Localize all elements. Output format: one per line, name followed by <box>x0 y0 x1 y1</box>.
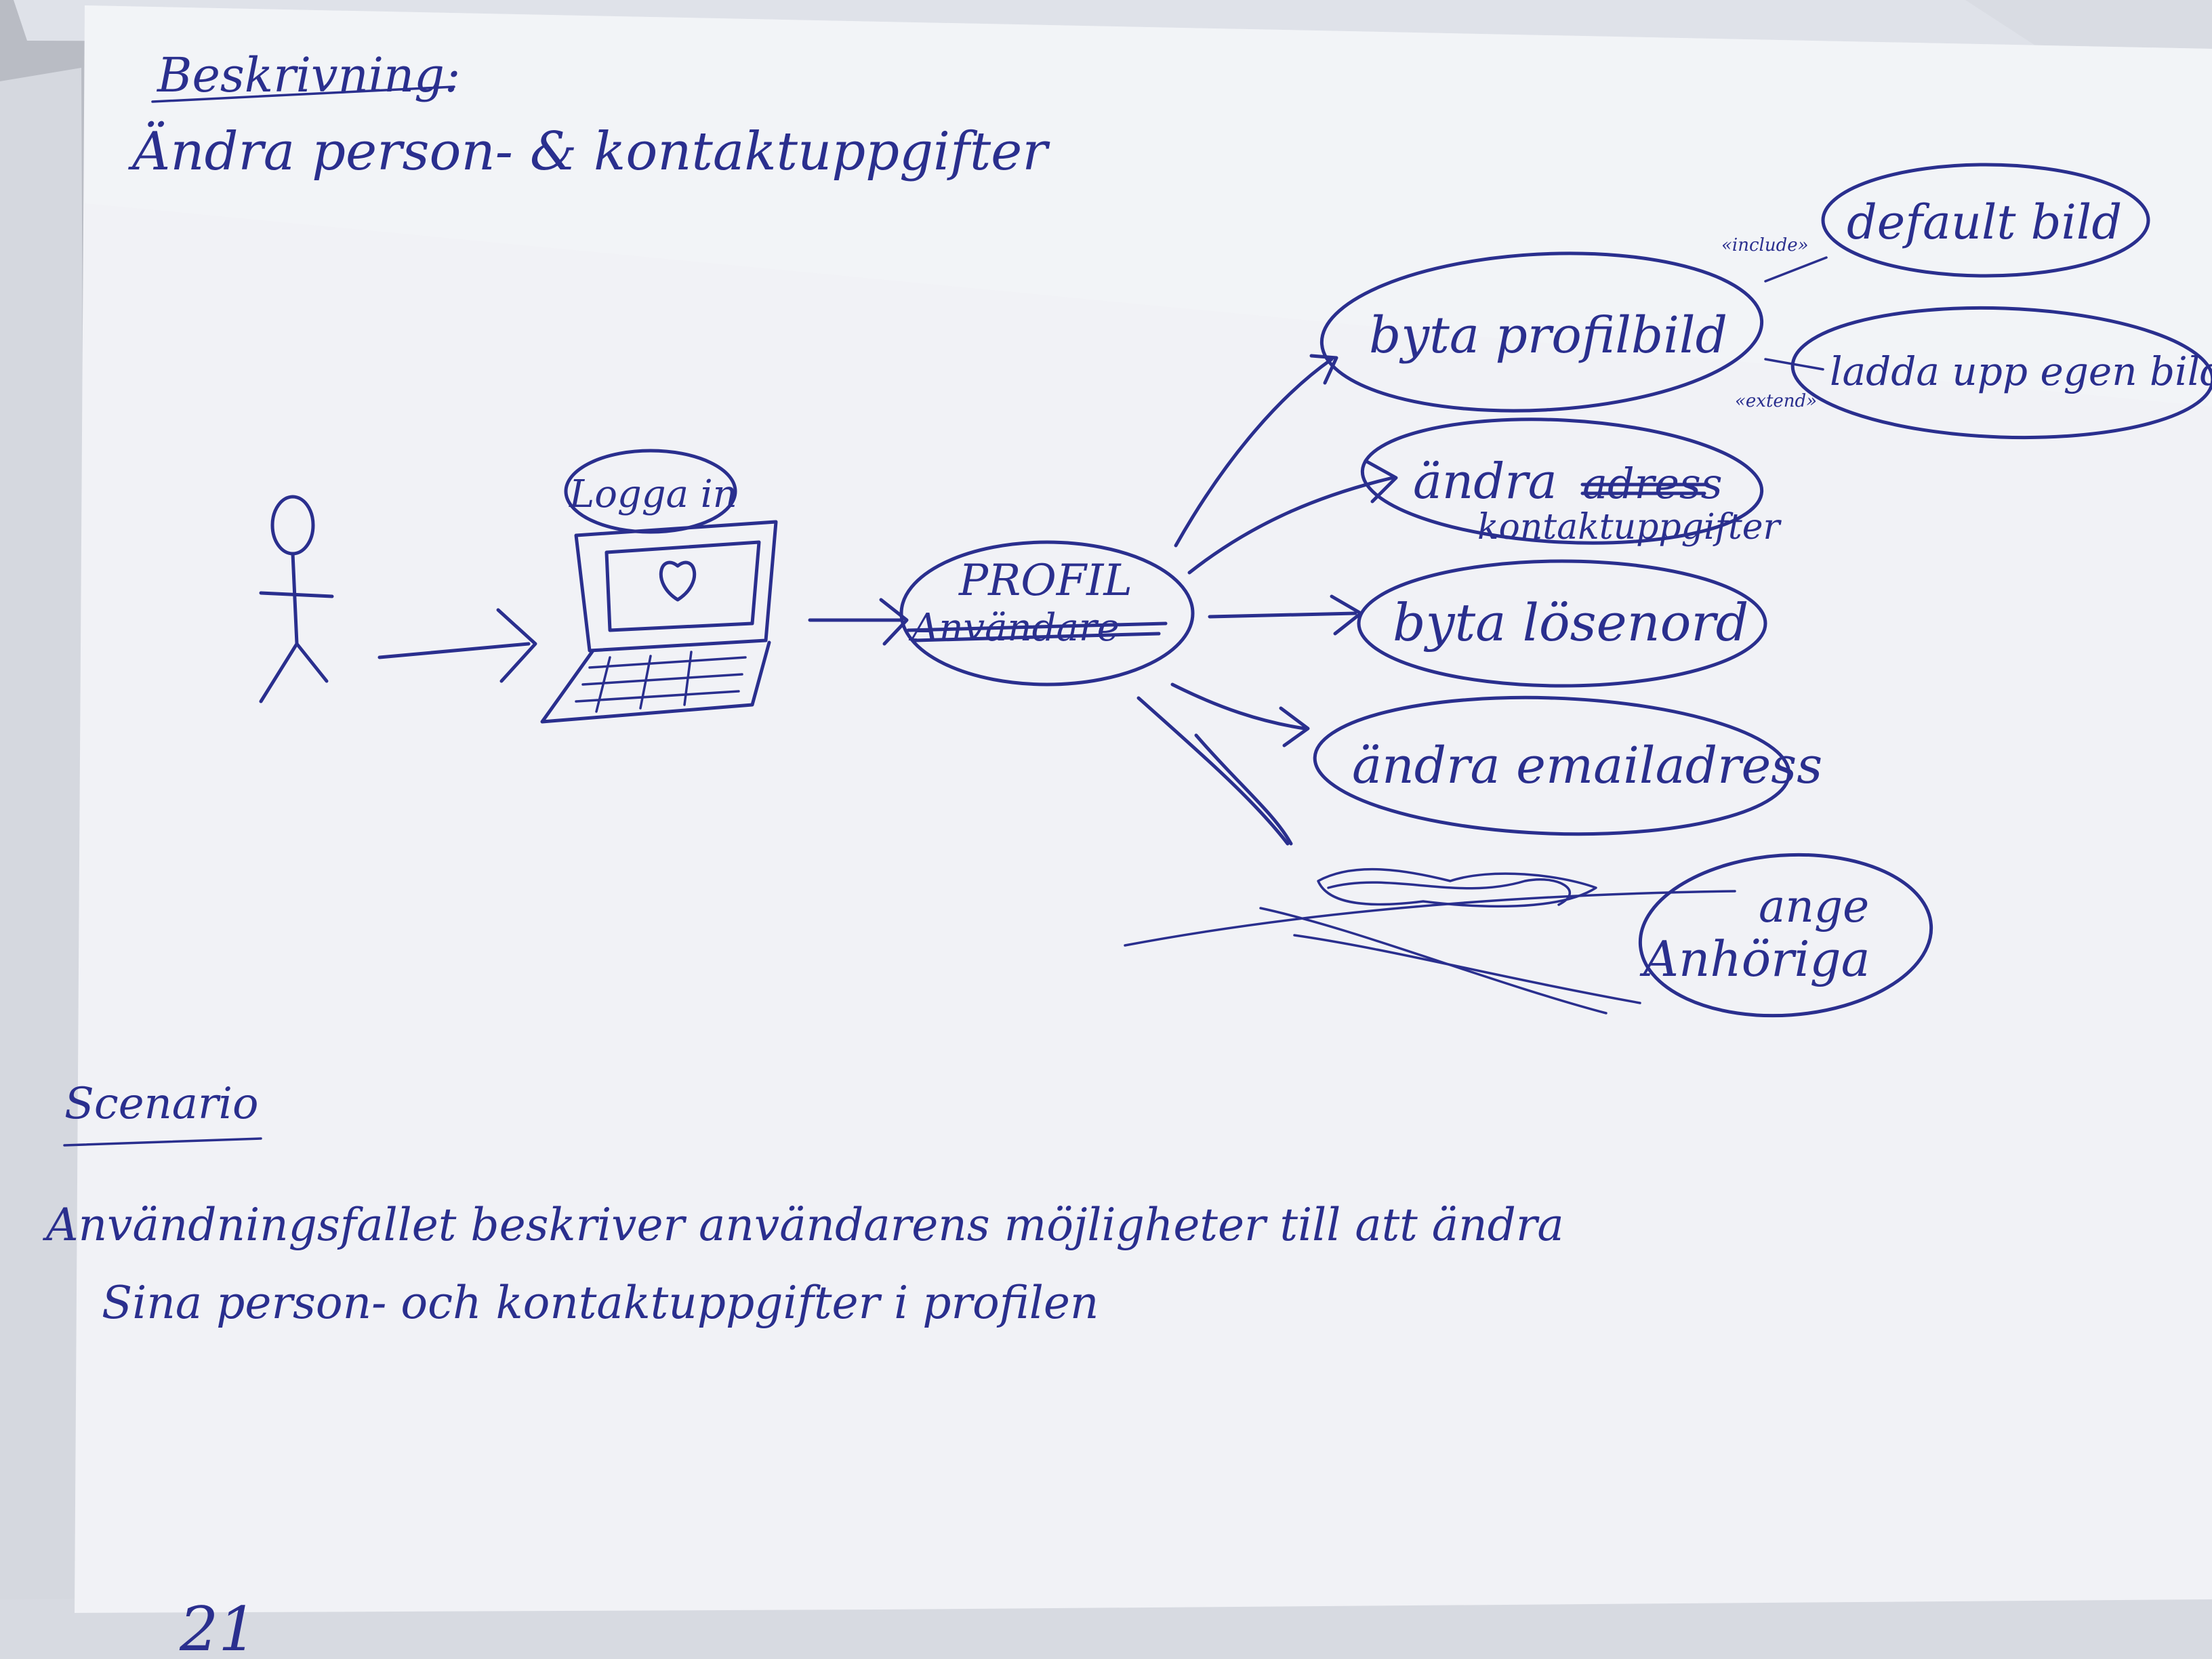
paper-sheet <box>75 5 2212 1613</box>
title-block: Beskrivning: Ändra person- & kontaktuppg… <box>128 47 1050 182</box>
upload-picture-label: ladda upp egen bild <box>1830 348 2212 394</box>
change-password-label: byta lösenord <box>1393 592 1748 653</box>
profile-label: PROFIL <box>958 556 1132 606</box>
profile-arrows <box>1136 354 1398 846</box>
scenario-line2: Sina person- och kontaktuppgifter i prof… <box>102 1277 1099 1329</box>
default-picture-label: default bild <box>1847 194 2122 250</box>
usecase-relatives: ange Anhöriga <box>1124 853 1933 1018</box>
change-picture-label: byta profilbild <box>1369 306 1727 365</box>
scenario-line1: Användningsfallet beskriver användarens … <box>42 1199 1564 1251</box>
change-contact-prefix: ändra <box>1413 453 1557 510</box>
usecase-upload-picture: ladda upp egen bild «extend» <box>1735 306 2212 440</box>
login-laptop: Logga in <box>540 449 778 724</box>
scenario-block: Scenario Användningsfallet beskriver anv… <box>42 1079 1564 1329</box>
usecase-change-contact: ändra adress kontaktuppgifter <box>1360 417 1782 548</box>
login-label: Logga in <box>569 472 737 516</box>
arrow-actor-to-login <box>377 608 537 683</box>
usecase-change-picture: byta profilbild <box>1319 251 1764 413</box>
usecase-change-email: ändra emailadress <box>1313 695 1822 836</box>
arrow-login-to-profile <box>808 598 909 646</box>
relatives-line1: ange <box>1759 880 1869 933</box>
scenario-heading: Scenario <box>64 1079 259 1129</box>
extend-label: «extend» <box>1735 391 1817 411</box>
usecase-default-picture: default bild «include» <box>1721 163 2150 283</box>
profile-node: PROFIL Användare <box>899 540 1195 687</box>
relatives-line2: Anhöriga <box>1639 930 1870 987</box>
actor-stick-figure <box>259 495 334 703</box>
page-number: 21 <box>179 1594 258 1659</box>
usecase-change-password: byta lösenord <box>1357 559 1767 688</box>
change-email-label: ändra emailadress <box>1352 737 1822 795</box>
title-subtitle: Ändra person- & kontaktuppgifter <box>128 121 1050 182</box>
change-contact-suffix: kontaktuppgifter <box>1477 507 1782 548</box>
include-label: «include» <box>1721 235 1809 255</box>
